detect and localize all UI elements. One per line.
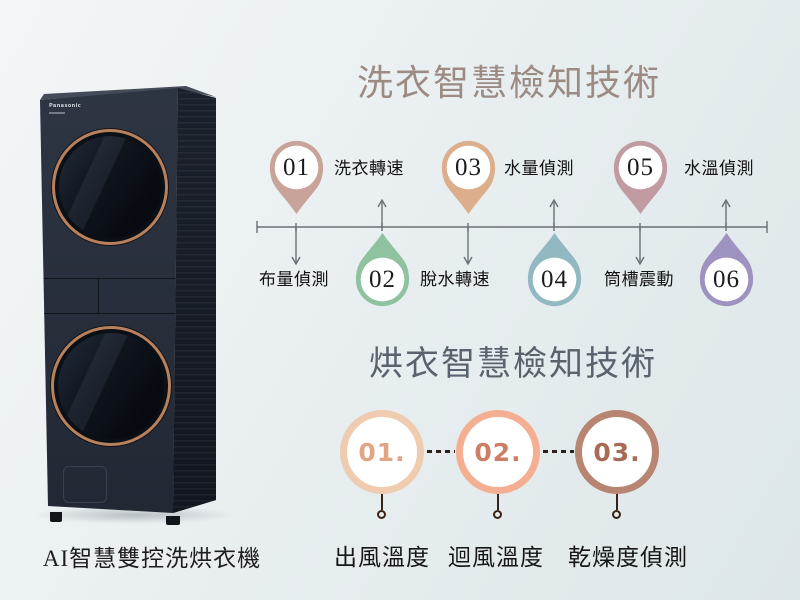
- brand-logo: Panasonic: [49, 103, 82, 109]
- step-number: 05: [627, 154, 654, 181]
- pin-marker-01: 01: [268, 139, 325, 215]
- drying-step-circle-01: 01.: [340, 410, 424, 494]
- step-number: 06: [713, 266, 740, 293]
- feature-label-06: 筒槽震動: [604, 270, 674, 289]
- drying-label-01: 出風溫度: [334, 545, 430, 570]
- drying-step-circle-02: 02.: [456, 410, 540, 494]
- step-number: 01: [283, 154, 310, 181]
- feature-label-01: 洗衣轉速: [334, 159, 404, 178]
- washing-section-title: 洗衣智慧檢知技術: [356, 63, 661, 103]
- pointer-dot: [377, 510, 386, 519]
- dashed-connector: [427, 450, 455, 453]
- drawer-seam-top: [40, 278, 178, 279]
- drop-marker-04: 04: [526, 232, 583, 308]
- drying-step-circle-03: 03.: [575, 410, 659, 494]
- drying-label-03: 乾燥度偵測: [568, 545, 688, 570]
- pointer-dot: [612, 510, 621, 519]
- machine-front-face: Panasonic: [40, 88, 178, 513]
- product-photo: Panasonic: [32, 86, 236, 525]
- water-drop-icon: [355, 232, 410, 307]
- step-number: 04: [541, 266, 568, 293]
- pin-icon: [441, 140, 496, 215]
- step-number: 03: [455, 154, 482, 181]
- step-number: 02.: [474, 437, 522, 467]
- step-number: 02: [369, 266, 396, 293]
- drawer-seam-bottom: [40, 313, 177, 314]
- dashed-connector: [543, 450, 574, 453]
- feature-label-02: 布量偵測: [259, 270, 329, 289]
- drop-marker-02: 02: [354, 232, 411, 308]
- water-drop-icon: [527, 232, 582, 307]
- step-number: 03.: [593, 437, 641, 467]
- service-hatch: [63, 466, 107, 503]
- pointer-stem: [497, 494, 499, 510]
- pointer-stem: [381, 494, 383, 510]
- drying-label-02: 迴風溫度: [448, 545, 544, 570]
- feature-label-04: 脫水轉速: [420, 270, 490, 289]
- drying-section-title: 烘衣智慧檢知技術: [369, 346, 657, 383]
- machine-side-face: [173, 88, 216, 513]
- feature-label-03: 水量偵測: [504, 159, 574, 178]
- dryer-door: [51, 326, 171, 446]
- pin-icon: [613, 140, 668, 215]
- machine-foot: [166, 516, 180, 525]
- feature-label-05: 水溫偵測: [684, 159, 754, 178]
- machine-foot: [50, 512, 62, 522]
- drop-marker-06: 06: [698, 232, 755, 308]
- pin-marker-03: 03: [440, 139, 497, 215]
- washer-door: [52, 129, 168, 245]
- timeline-axis: [256, 198, 768, 266]
- pin-marker-05: 05: [612, 139, 669, 215]
- step-number: 01.: [358, 437, 406, 467]
- product-caption: AI智慧雙控洗烘衣機: [42, 546, 262, 571]
- floor-shadow: [32, 506, 236, 524]
- pointer-stem: [616, 494, 618, 510]
- drawer-divider: [98, 278, 99, 313]
- door-glass: [59, 136, 161, 238]
- door-glass: [58, 333, 164, 439]
- pointer-dot: [493, 510, 502, 519]
- water-drop-icon: [699, 232, 754, 307]
- pin-icon: [269, 140, 324, 215]
- fine-print-placeholder: [49, 112, 65, 114]
